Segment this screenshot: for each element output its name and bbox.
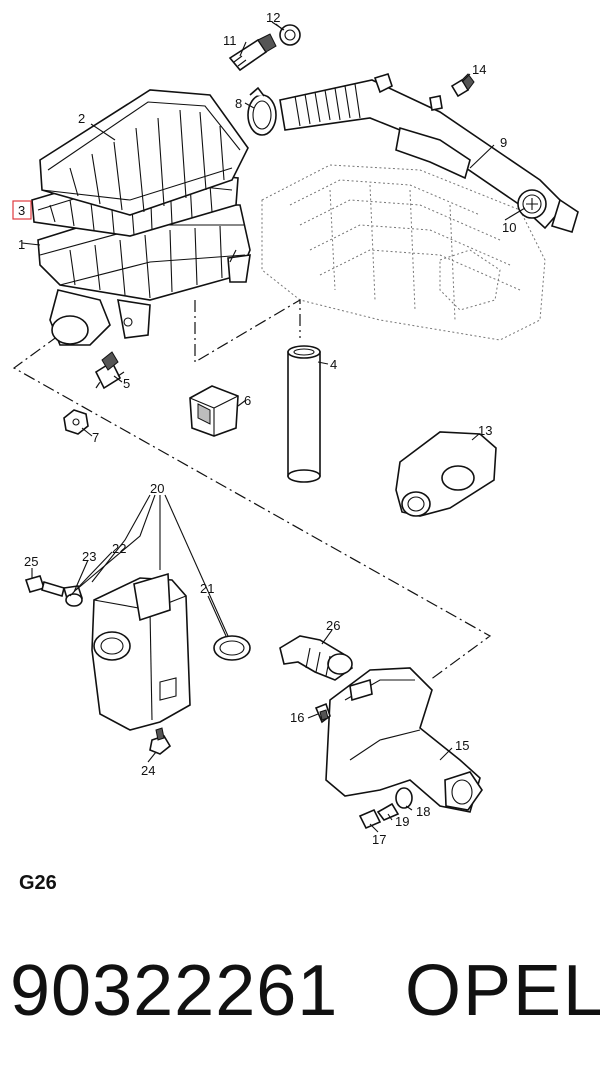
part-number: 90322261 [10,951,339,1031]
intake-hose [279,73,579,233]
callout-1: 1 [18,237,25,252]
fasteners-left [24,575,84,607]
callout-10: 10 [502,220,516,235]
rubber-mount [189,385,239,437]
callout-2: 2 [78,111,85,126]
brand-name: OPEL [405,951,600,1031]
hose-clamp-10 [517,189,547,219]
callout-26: 26 [326,618,340,633]
callout-labels: 1 2 3 4 5 6 7 8 9 10 11 12 13 14 15 16 1… [18,10,516,847]
callout-19: 19 [395,814,409,829]
seal-ring [275,23,301,46]
grommet-24 [149,727,172,755]
callout-15: 15 [455,738,469,753]
hose-clamp-8 [247,86,277,136]
vent-valve [94,351,125,390]
callout-12: 12 [266,10,280,25]
callout-13: 13 [478,423,492,438]
callout-3: 3 [18,203,25,218]
callout-6: 6 [244,393,251,408]
intake-duct-13 [395,431,497,517]
clip-16 [314,702,331,724]
callout-3-highlight [12,200,32,220]
callout-9: 9 [500,135,507,150]
callout-14: 14 [472,62,486,77]
seal-ring-21 [213,635,251,661]
bolt-14 [450,73,475,98]
callout-11: 11 [223,33,237,48]
fasteners-right [358,787,413,830]
callout-21: 21 [200,581,214,596]
callout-20: 20 [150,481,164,496]
intake-elbow [325,667,483,813]
callout-7: 7 [92,430,99,445]
callout-25: 25 [24,554,38,569]
group-code: G26 [19,872,57,894]
callout-17: 17 [372,832,386,847]
callout-4: 4 [330,357,337,372]
callout-8: 8 [235,96,242,111]
leader-lines [21,21,526,833]
callout-23: 23 [82,549,96,564]
intake-tube [287,345,321,483]
callout-22: 22 [112,541,126,556]
air-cleaner-cover [39,89,249,216]
engine-outline [261,164,546,341]
callout-18: 18 [416,804,430,819]
callout-24: 24 [141,763,155,778]
resonator [91,572,191,731]
callout-16: 16 [290,710,304,725]
temperature-sensor [228,33,277,72]
callout-5: 5 [123,376,130,391]
hose-26 [279,635,354,681]
